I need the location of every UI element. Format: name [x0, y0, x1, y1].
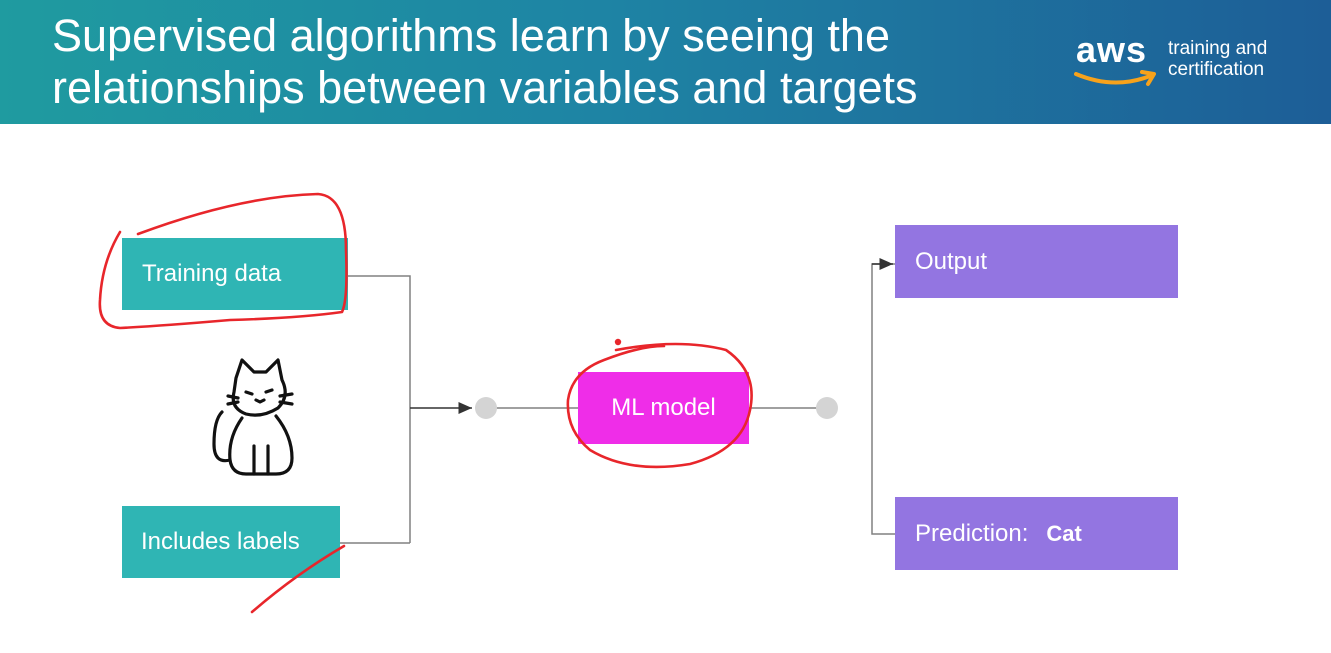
ml-model-label: ML model — [611, 394, 716, 421]
training-data-box: Training data — [122, 238, 348, 310]
prediction-value: Cat — [1046, 520, 1082, 546]
brand-tagline-line-2: certification — [1168, 59, 1265, 80]
prediction-box: Prediction: Cat — [895, 497, 1178, 570]
ml-model-box: ML model — [578, 372, 749, 444]
includes-labels-box: Includes labels — [122, 506, 340, 578]
output-box: Output — [895, 225, 1178, 298]
cat-icon — [212, 358, 294, 476]
training-data-label: Training data — [142, 260, 282, 287]
header-banner: Supervised algorithms learn by seeing th… — [0, 0, 1331, 124]
left-margin — [0, 124, 112, 653]
output-label: Output — [915, 247, 988, 275]
slide-title-line-2: relationships between variables and targ… — [52, 62, 918, 113]
aws-wordmark: aws — [1076, 29, 1148, 70]
aws-logo: aws training and certification — [1072, 30, 1312, 100]
includes-labels-label: Includes labels — [141, 528, 300, 555]
aws-smile-icon — [1074, 70, 1156, 86]
brand-tagline: training and certification — [1168, 38, 1267, 80]
slide-title: Supervised algorithms learn by seeing th… — [52, 10, 1052, 114]
slide-title-line-1: Supervised algorithms learn by seeing th… — [52, 10, 890, 61]
brand-tagline-line-1: training and — [1168, 38, 1268, 59]
prediction-label: Prediction: — [915, 519, 1029, 547]
